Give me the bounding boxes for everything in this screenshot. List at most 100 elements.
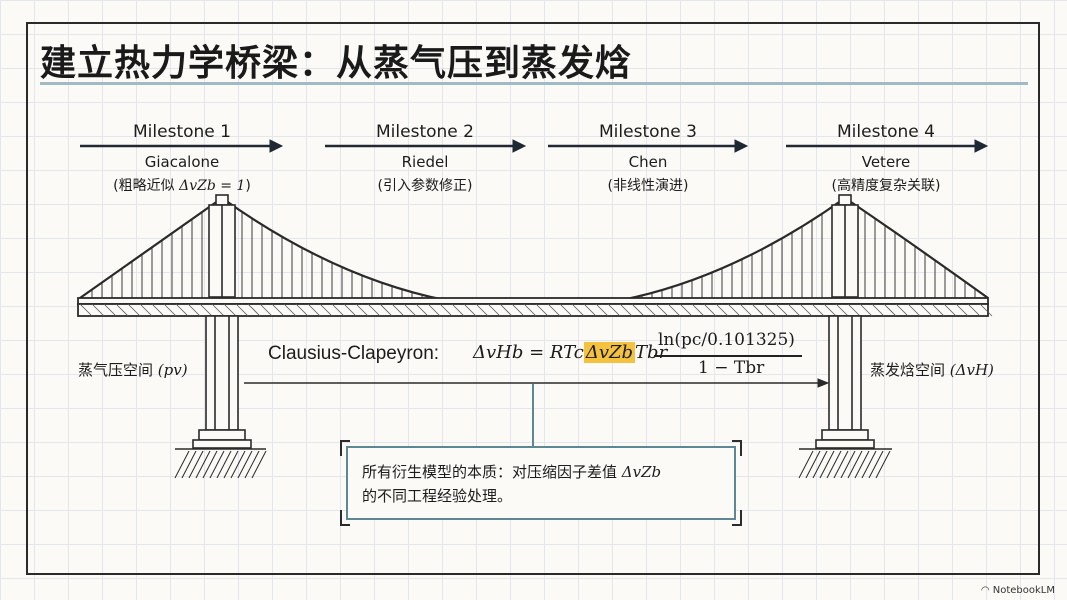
- truss-diagonal: [883, 303, 897, 317]
- slide-frame: [26, 22, 1040, 575]
- ground-hatch: [216, 450, 232, 479]
- ground-hatch: [244, 450, 260, 479]
- truss-diagonal: [547, 303, 561, 317]
- truss-diagonal: [511, 303, 525, 317]
- truss-diagonal: [211, 303, 225, 317]
- truss-diagonal: [355, 303, 369, 317]
- milestone-2-name: Riedel: [401, 153, 449, 171]
- truss-diagonal: [319, 303, 333, 317]
- truss-diagonal: [799, 303, 813, 317]
- truss-diagonal: [967, 303, 981, 317]
- ground-hatch: [854, 450, 870, 479]
- truss-diagonal: [823, 303, 837, 317]
- ground-hatch: [805, 450, 821, 479]
- truss-diagonal: [787, 303, 801, 317]
- equation-lead: Clausius-Clapeyron:: [268, 343, 440, 364]
- truss-diagonal: [247, 303, 261, 317]
- truss-diagonal: [751, 303, 765, 317]
- milestone-3-note: (非线性演进): [607, 178, 689, 194]
- truss-diagonal: [403, 303, 417, 317]
- truss-diagonal: [295, 303, 309, 317]
- ground-hatch: [202, 450, 218, 479]
- ground-hatch: [833, 450, 849, 479]
- truss-diagonal: [463, 303, 477, 317]
- ground-hatch: [237, 450, 253, 479]
- ground-hatch: [230, 450, 246, 479]
- truss-diagonal: [103, 303, 117, 317]
- truss-diagonal: [235, 303, 249, 317]
- truss-diagonal: [895, 303, 909, 317]
- ground-hatch: [223, 450, 239, 479]
- ground-hatch: [174, 450, 190, 479]
- ground-right: [798, 448, 892, 479]
- ground-hatch: [840, 450, 856, 479]
- milestone-4-note: (高精度复杂关联): [831, 178, 941, 194]
- truss-diagonal: [535, 303, 549, 317]
- vapor-pressure-space-label: 蒸气压空间 (pv): [78, 361, 188, 379]
- truss-diagonal: [475, 303, 489, 317]
- enthalpy-space-label: 蒸发焓空间 (ΔvH): [870, 361, 994, 379]
- truss-diagonal: [331, 303, 345, 317]
- ground-hatch: [181, 450, 197, 479]
- truss-diagonal: [703, 303, 717, 317]
- truss-diagonal: [763, 303, 777, 317]
- truss-diagonal: [931, 303, 945, 317]
- truss-diagonal: [655, 303, 669, 317]
- tower-left: [192, 194, 252, 449]
- truss-diagonal: [859, 303, 873, 317]
- truss-diagonal: [367, 303, 381, 317]
- milestone-1-note-math: ΔvZb = 1: [179, 178, 246, 194]
- ground-hatch: [251, 450, 267, 479]
- truss-diagonal: [439, 303, 453, 317]
- milestone-1-note: (粗略近似 ΔvZb = 1): [113, 178, 251, 194]
- equation-numerator: ln(pc/0.101325): [658, 330, 795, 350]
- milestone-2-label: Milestone 2: [376, 122, 474, 142]
- milestone-arrowhead-2: [512, 139, 527, 153]
- ground-left: [174, 448, 267, 479]
- milestone-3-label: Milestone 3: [599, 122, 697, 142]
- ground-hatch: [861, 450, 877, 479]
- milestone-arrowhead-3: [734, 139, 749, 153]
- truss-diagonal: [847, 303, 861, 317]
- truss-diagonal: [943, 303, 957, 317]
- slide-title: 建立热力学桥梁：从蒸气压到蒸发焓: [40, 43, 633, 84]
- tower-right-base: [821, 429, 869, 441]
- truss-diagonal: [187, 303, 201, 317]
- ground-hatch: [847, 450, 863, 479]
- truss-diagonal: [907, 303, 921, 317]
- truss-diagonal: [79, 303, 93, 317]
- ground-hatch: [798, 450, 814, 479]
- truss-diagonal: [115, 303, 129, 317]
- milestone-3-name: Chen: [628, 153, 668, 171]
- milestone-1-name: Giacalone: [144, 153, 220, 171]
- truss-diagonal: [379, 303, 393, 317]
- tower-left-base: [198, 429, 246, 441]
- truss-diagonal: [91, 303, 105, 317]
- ground-hatch: [209, 450, 225, 479]
- truss-diagonal: [871, 303, 885, 317]
- truss-diagonal: [175, 303, 189, 317]
- truss-diagonal: [643, 303, 657, 317]
- fraction-bar: [654, 355, 802, 357]
- equation-denominator: 1 − Tbr: [698, 358, 765, 378]
- truss-diagonal: [283, 303, 297, 317]
- truss-diagonal: [955, 303, 969, 317]
- key-insight-text: 所有衍生模型的本质：对压缩因子差值 ΔvZb 的不同工程经验处理。: [362, 463, 662, 505]
- tower-right-cap: [838, 194, 852, 206]
- truss-diagonal: [619, 303, 633, 317]
- truss-diagonal: [427, 303, 441, 317]
- milestone-arrowhead-4: [974, 139, 989, 153]
- truss-diagonal: [499, 303, 513, 317]
- truss-diagonal: [271, 303, 285, 317]
- truss-diagonal: [571, 303, 585, 317]
- ground-hatch: [868, 450, 884, 479]
- notebooklm-logo-icon: ◠: [980, 585, 990, 596]
- milestone-arrows: [80, 139, 989, 153]
- deck-truss: [77, 303, 989, 317]
- milestone-4-label: Milestone 4: [837, 122, 935, 142]
- truss-diagonal: [919, 303, 933, 317]
- truss-diagonal: [739, 303, 753, 317]
